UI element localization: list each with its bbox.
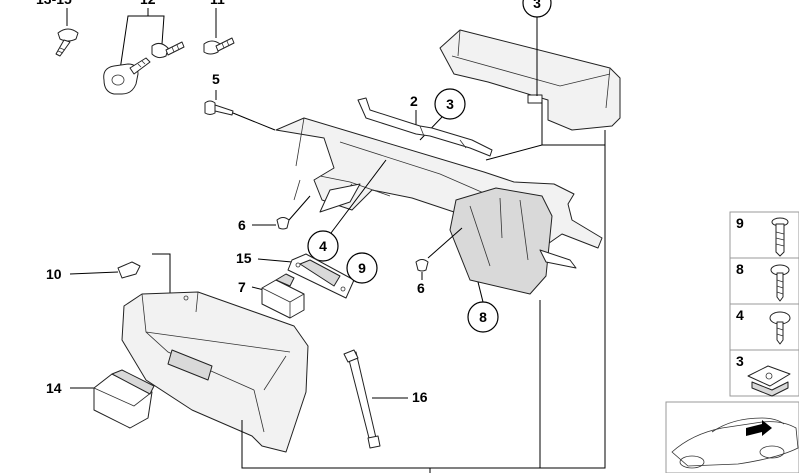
label-2: 2 <box>410 93 418 109</box>
label-10: 10 <box>46 266 62 282</box>
screw-8-icon <box>770 264 790 302</box>
label-16: 16 <box>412 389 428 405</box>
handle-14-icon <box>93 369 155 429</box>
side-panel-box-9 <box>729 211 799 259</box>
side-panel-label-4: 4 <box>736 307 744 323</box>
side-panel-label-3: 3 <box>736 353 744 369</box>
glovebox-carrier-frame <box>275 117 603 295</box>
label-15: 15 <box>236 250 252 266</box>
label-11: 11 <box>210 0 225 7</box>
assembly-bracket <box>241 130 606 469</box>
car-location-thumbnail <box>665 401 799 473</box>
clip-6-left-icon <box>276 217 290 230</box>
label-3-mid: 3 <box>446 96 454 112</box>
leader-cover-to-frame <box>485 100 543 161</box>
leader-6-left-up <box>288 195 311 221</box>
leader-10 <box>69 271 119 275</box>
leader-12-screw <box>148 15 165 45</box>
label-6-left: 6 <box>238 217 246 233</box>
side-panel-label-9: 9 <box>736 215 744 231</box>
side-hardware-panel: 9 8 4 3 <box>729 211 799 397</box>
leader-12-key <box>119 8 149 71</box>
label-14: 14 <box>46 380 62 396</box>
label-9: 9 <box>358 260 366 276</box>
leader-15 <box>257 258 293 263</box>
bracket-strip-2 <box>357 97 493 157</box>
damper-strut-16 <box>343 349 381 449</box>
callout-9 <box>346 252 378 284</box>
label-5: 5 <box>212 71 220 87</box>
car-thumbnail-frame <box>665 401 799 473</box>
clip-nut-3-icon <box>747 365 791 397</box>
clip-6-right-icon <box>415 259 429 272</box>
leader-6-right-up <box>427 227 463 259</box>
leader-8 <box>477 281 484 303</box>
side-panel-label-8: 8 <box>736 261 744 277</box>
latch-plate-15 <box>287 253 355 299</box>
screw-4-icon <box>769 311 791 345</box>
screw-9-icon <box>771 217 789 257</box>
callout-3-mid <box>434 88 466 120</box>
upper-cover-panel <box>439 29 621 131</box>
side-panel-box-8 <box>729 257 799 305</box>
label-3-top: 3 <box>533 0 541 11</box>
lock-7-icon <box>261 273 305 319</box>
glovebox-lid <box>121 291 309 453</box>
label-6-right: 6 <box>417 280 425 296</box>
label-8: 8 <box>479 309 487 325</box>
leader-10-up <box>152 253 171 296</box>
screw-13-15-icon <box>55 28 79 57</box>
label-13-15: 13-15 <box>36 0 72 7</box>
screw-11-icon <box>203 37 235 55</box>
label-12: 12 <box>140 0 156 7</box>
label-4: 4 <box>319 238 327 254</box>
key-12-icon <box>103 57 151 95</box>
location-arrow-icon <box>746 420 772 436</box>
screw-12-icon <box>151 41 185 59</box>
label-7: 7 <box>238 279 246 295</box>
bolt-5-icon <box>204 100 234 116</box>
bumper-10-icon <box>117 261 141 279</box>
leader-4 <box>330 159 387 234</box>
leader-5-to-frame <box>232 112 276 131</box>
callout-4 <box>307 230 339 262</box>
